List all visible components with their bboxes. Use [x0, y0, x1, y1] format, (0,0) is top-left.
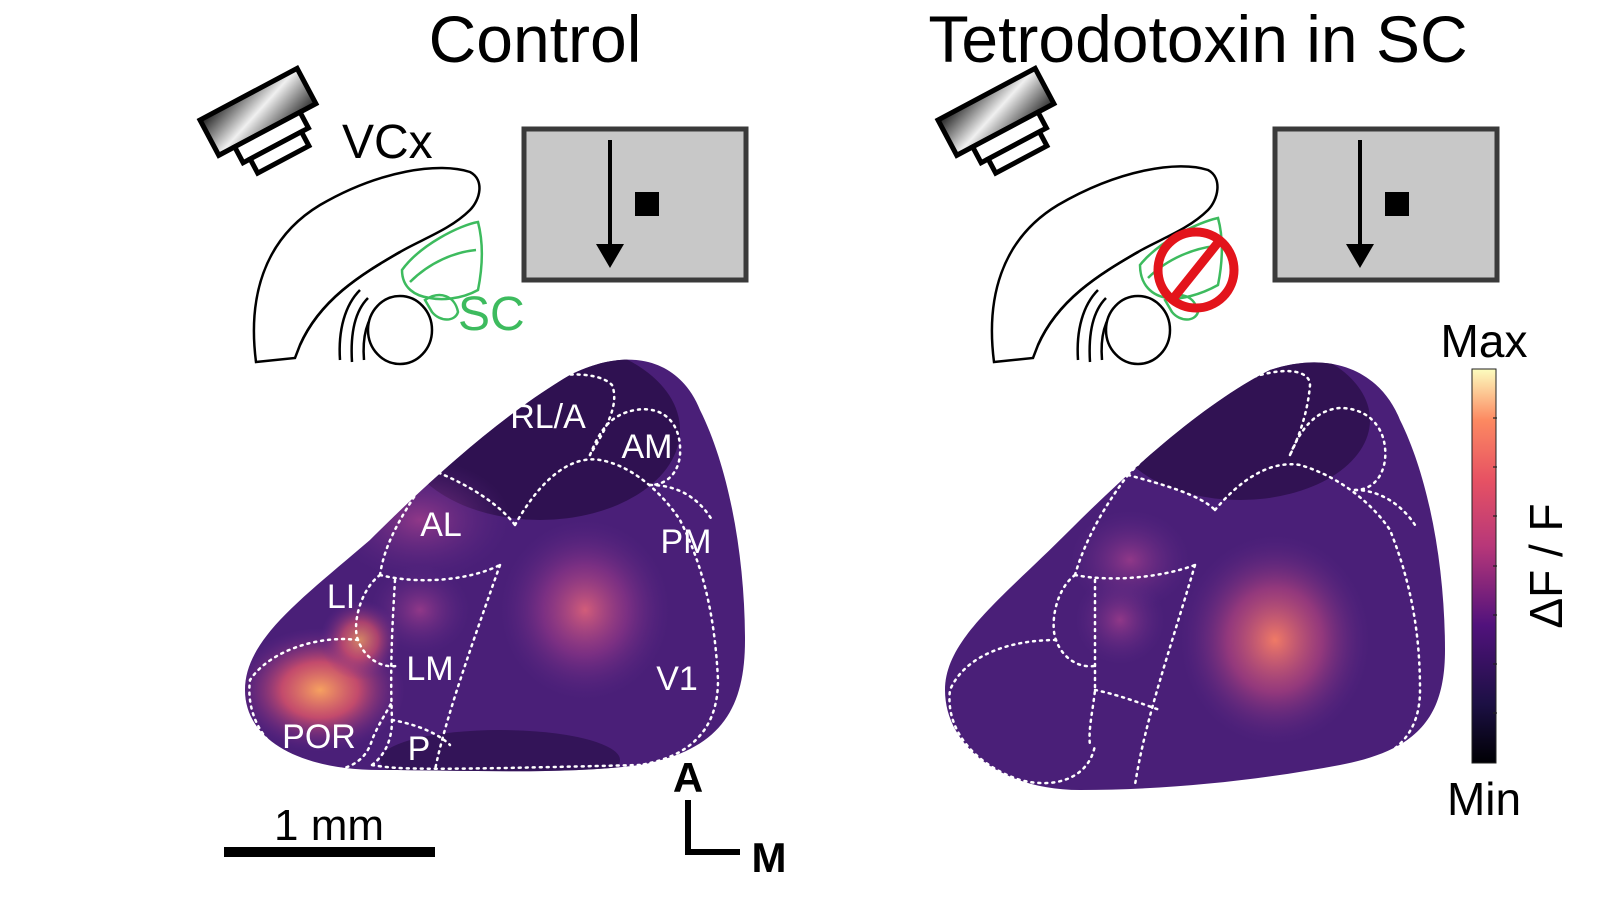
- brain-label-sc: SC: [458, 288, 525, 341]
- stimulus-screen: [521, 126, 749, 283]
- brain-label-vcx: VCx: [342, 116, 433, 169]
- area-label-pm: PM: [661, 523, 712, 561]
- arrow-down-icon: [596, 244, 624, 268]
- arrow-down-icon: [1346, 244, 1374, 268]
- area-label-por: POR: [282, 718, 356, 756]
- scale-bar-label: 1 mm: [274, 801, 384, 850]
- activity-map-control: [245, 359, 745, 772]
- area-label-rl-a: RL/A: [510, 398, 586, 436]
- panel-title-ttx: Tetrodotoxin in SC: [928, 2, 1467, 76]
- colorbar-max-label: Max: [1441, 315, 1528, 367]
- area-label-am: AM: [622, 428, 673, 466]
- superior-colliculus-outline: [400, 220, 484, 321]
- area-label-li: LI: [327, 578, 355, 616]
- colorbar: [1471, 368, 1497, 764]
- orientation-axes: [685, 800, 740, 855]
- stimulus-square: [1385, 192, 1409, 216]
- area-label-lm: LM: [406, 650, 453, 688]
- colorbar-min-label: Min: [1447, 773, 1521, 825]
- orientation-anterior-label: A: [673, 754, 703, 801]
- activity-map-ttx: [945, 362, 1445, 790]
- inhibition-icon: [1153, 227, 1239, 313]
- panel-title-control: Control: [429, 2, 642, 76]
- area-label-p: P: [408, 730, 431, 768]
- scale-bar: [224, 847, 435, 857]
- area-label-al: AL: [420, 506, 462, 544]
- camera-icon: [934, 64, 1058, 177]
- stimulus-square: [635, 192, 659, 216]
- camera-icon: [196, 64, 320, 177]
- stimulus-screen: [1272, 126, 1500, 283]
- brain-sagittal-outline: [252, 166, 481, 366]
- brain-sagittal-outline: [990, 165, 1219, 366]
- orientation-medial-label: M: [752, 834, 787, 881]
- colorbar-axis-label: ΔF / F: [1520, 503, 1572, 628]
- area-label-v1: V1: [656, 660, 698, 698]
